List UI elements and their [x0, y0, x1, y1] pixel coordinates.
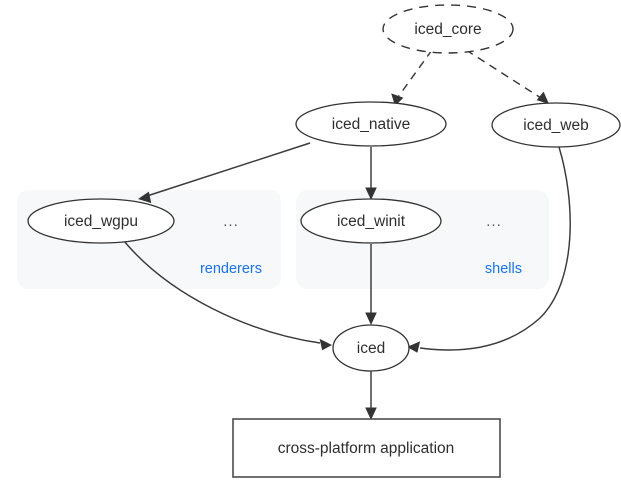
arrow-head-icon [365, 312, 377, 325]
node-app-shape[interactable] [232, 418, 501, 478]
node-iced-native-label: iced_native [332, 116, 410, 133]
node-iced-web-label: iced_web [523, 117, 589, 134]
node-iced-winit-label: iced_winit [337, 213, 406, 230]
node-iced-web-shape[interactable] [491, 102, 621, 148]
edge-iced_web-iced [407, 146, 571, 353]
edge-line [123, 240, 321, 344]
arrow-head-icon [319, 338, 332, 351]
node-iced-core[interactable]: iced_core [382, 4, 514, 54]
node-iced-winit-shape[interactable] [300, 198, 442, 244]
cluster-renderers-ellipsis: ... [223, 213, 239, 230]
edge-line [465, 49, 542, 99]
edge-iced_wgpu-iced [123, 240, 332, 351]
edge-iced_core-iced_web [465, 49, 549, 104]
edge-line [419, 146, 571, 351]
edge-line [397, 49, 433, 98]
edge-iced_native-iced_winit [365, 147, 377, 200]
cluster-shells-ellipsis: ... [486, 213, 502, 230]
node-cross-platform-application[interactable]: cross-platform application [232, 418, 501, 478]
node-iced-web[interactable]: iced_web [491, 102, 621, 148]
cluster-renderers-label: renderers [200, 261, 262, 277]
node-iced-core-shape[interactable] [382, 4, 514, 54]
node-iced-wgpu[interactable]: iced_wgpu [27, 198, 175, 244]
node-iced-wgpu-shape[interactable] [27, 198, 175, 244]
node-app-label: cross-platform application [278, 440, 455, 457]
node-iced-label: iced [357, 340, 385, 357]
edge-line [146, 142, 311, 197]
arrow-head-icon [365, 407, 377, 420]
arrow-head-icon [407, 341, 421, 353]
arrow-head-icon [536, 91, 549, 104]
arrow-head-icon [138, 191, 152, 204]
node-iced-native[interactable]: iced_native [295, 101, 447, 147]
node-iced[interactable]: iced [332, 324, 410, 372]
node-iced-wgpu-label: iced_wgpu [64, 213, 138, 230]
edge-iced-app [365, 371, 377, 420]
node-iced-core-label: iced_core [414, 21, 481, 38]
arrow-head-icon [365, 187, 377, 200]
node-iced-shape[interactable] [332, 324, 410, 372]
edge-iced_core-iced_native [391, 49, 433, 106]
cluster-shells-label: shells [485, 261, 522, 277]
edge-iced_native-iced_wgpu [138, 142, 311, 204]
node-iced-native-shape[interactable] [295, 101, 447, 147]
edge-iced_winit-iced [365, 244, 377, 325]
node-iced-winit[interactable]: iced_winit [300, 198, 442, 244]
